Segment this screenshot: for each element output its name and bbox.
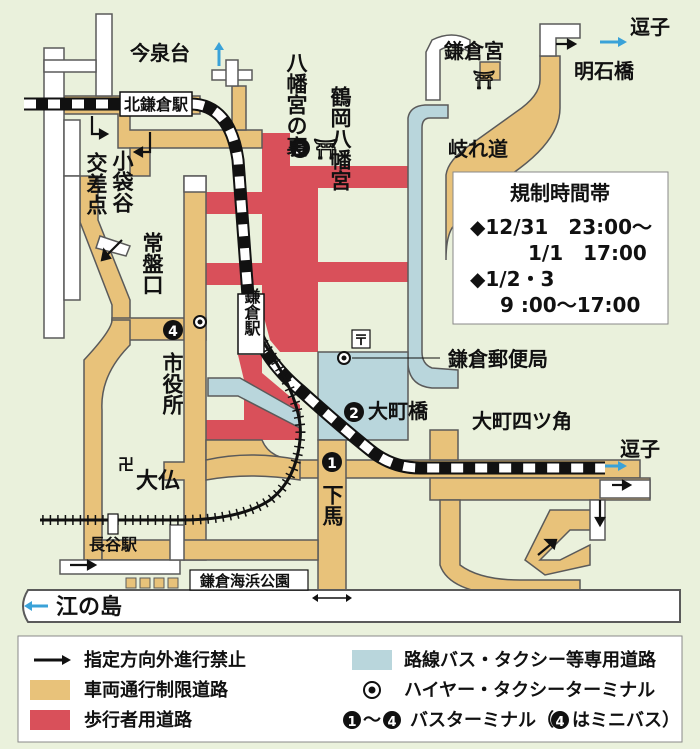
svg-text:3: 3 xyxy=(295,142,305,158)
restriction-line3: ◆1/2・3 xyxy=(470,267,554,291)
bus-terminal-1: 1 xyxy=(322,452,342,472)
label-kamakuragu: 鎌倉宮 xyxy=(443,39,504,63)
legend-bus-taxi: 路線バス・タクシー等専用道路 xyxy=(352,649,657,671)
label-kobukuroya: 小袋谷 xyxy=(110,150,135,214)
label-daibutsu: 大仏 xyxy=(136,469,180,494)
legend-hire-taxi: ハイヤー・タクシーターミナル xyxy=(363,680,655,701)
place-labels: 今泉台 鎌倉宮 明石橋 逗子 岐れ道 鎌倉郵便局 大町橋 大町四ツ角 逗子 大仏… xyxy=(56,15,670,620)
ordinary-roads xyxy=(22,13,681,623)
svg-text:車両通行制限道路: 車両通行制限道路 xyxy=(84,679,229,701)
vertical-labels: 八幡宮の裏 鶴岡八幡宮 小袋谷 交差点 常盤口 市役所 下馬 xyxy=(84,52,352,526)
station-kita-kamakura: 北鎌倉駅 xyxy=(119,91,193,117)
shrine-icon: ⛩ xyxy=(313,137,338,161)
restriction-line4: 9 :00～17:00 xyxy=(500,293,640,317)
label-omachibashi: 大町橋 xyxy=(368,399,429,423)
station-hase: 長谷駅 xyxy=(89,513,138,554)
station-kamakura-label: 鎌倉駅 xyxy=(242,287,262,337)
legend-restricted: 車両通行制限道路 xyxy=(30,679,229,701)
enoden-railway xyxy=(40,327,306,525)
station-hase-label: 長谷駅 xyxy=(89,535,138,554)
label-omachi-yotsukado: 大町四ツ角 xyxy=(472,409,572,433)
label-shiyakusho: 市役所 xyxy=(160,351,184,416)
svg-text:はミニバス）: はミニバス） xyxy=(572,710,680,731)
bus-terminal-3: 3 ⛩ xyxy=(290,137,339,161)
svg-text:4: 4 xyxy=(168,324,178,340)
post-icon: 〒 xyxy=(354,333,368,349)
svg-text:ハイヤー・タクシーターミナル: ハイヤー・タクシーターミナル xyxy=(404,680,655,701)
bus-terminal-4: 4 xyxy=(163,315,207,340)
label-zushi-mid: 逗子 xyxy=(620,437,660,461)
svg-text:2: 2 xyxy=(349,406,359,422)
restriction-line1: ◆12/31 23:00～ xyxy=(470,215,652,239)
legend: 指定方向外進行禁止 路線バス・タクシー等専用道路 車両通行制限道路 ハイヤー・タ… xyxy=(17,635,683,743)
bus-terminal-2: 2 xyxy=(344,402,364,422)
svg-text:1: 1 xyxy=(347,715,356,730)
restricted-roads xyxy=(63,55,651,597)
label-akaishibashi: 明石橋 xyxy=(574,59,635,83)
label-tokiwaguchi: 常盤口 xyxy=(140,231,164,295)
no-entry-arrows xyxy=(70,38,633,571)
hase-parking-lots xyxy=(125,577,179,589)
label-tsurugaoka: 鶴岡八幡宮 xyxy=(328,85,352,191)
svg-text:1: 1 xyxy=(327,456,337,472)
jr-railway xyxy=(24,97,605,475)
label-kiremichi: 岐れ道 xyxy=(448,137,508,161)
station-kita-kamakura-label: 北鎌倉駅 xyxy=(124,95,189,114)
label-geba: 下馬 xyxy=(320,484,344,526)
svg-text:～: ～ xyxy=(363,710,381,731)
svg-text:路線バス・タクシー等専用道路: 路線バス・タクシー等専用道路 xyxy=(404,649,657,671)
svg-text:歩行者用道路: 歩行者用道路 xyxy=(84,709,193,731)
label-post-office: 鎌倉郵便局 xyxy=(447,347,548,371)
svg-text:バスターミナル（: バスターミナル（ xyxy=(410,710,554,731)
label-imaizumidai: 今泉台 xyxy=(130,41,190,65)
label-zushi-top: 逗子 xyxy=(630,15,670,39)
label-enoshima: 江の島 xyxy=(56,594,122,620)
svg-text:4: 4 xyxy=(555,715,564,730)
kaihin-koen-box xyxy=(189,569,309,591)
post-office-marker: 〒 xyxy=(337,329,440,365)
kamakuragu-shrine-icon: ⛩ xyxy=(473,69,496,91)
svg-text:指定方向外進行禁止: 指定方向外進行禁止 xyxy=(84,649,246,671)
restriction-time-box: 規制時間帯 ◆12/31 23:00～ 1/1 17:00 ◆1/2・3 9 :… xyxy=(452,171,669,325)
restriction-line2: 1/1 17:00 xyxy=(528,241,647,265)
legend-no-entry: 指定方向外進行禁止 xyxy=(34,649,246,671)
svg-text:4: 4 xyxy=(387,715,396,730)
temple-icon: 卍 xyxy=(118,455,134,474)
legend-pedestrian: 歩行者用道路 xyxy=(30,709,193,731)
legend-bus-terminal: 1 ～ 4 バスターミナル（ 4 はミニバス） xyxy=(343,710,680,731)
label-kaihin-koen: 鎌倉海浜公園 xyxy=(199,572,290,590)
label-hachimangu-ura: 八幡宮の裏 xyxy=(284,52,309,158)
station-kamakura: 鎌倉駅 xyxy=(237,287,265,355)
geba-width-marker xyxy=(312,594,352,602)
restriction-title: 規制時間帯 xyxy=(510,181,610,205)
label-kosaten: 交差点 xyxy=(84,151,108,216)
